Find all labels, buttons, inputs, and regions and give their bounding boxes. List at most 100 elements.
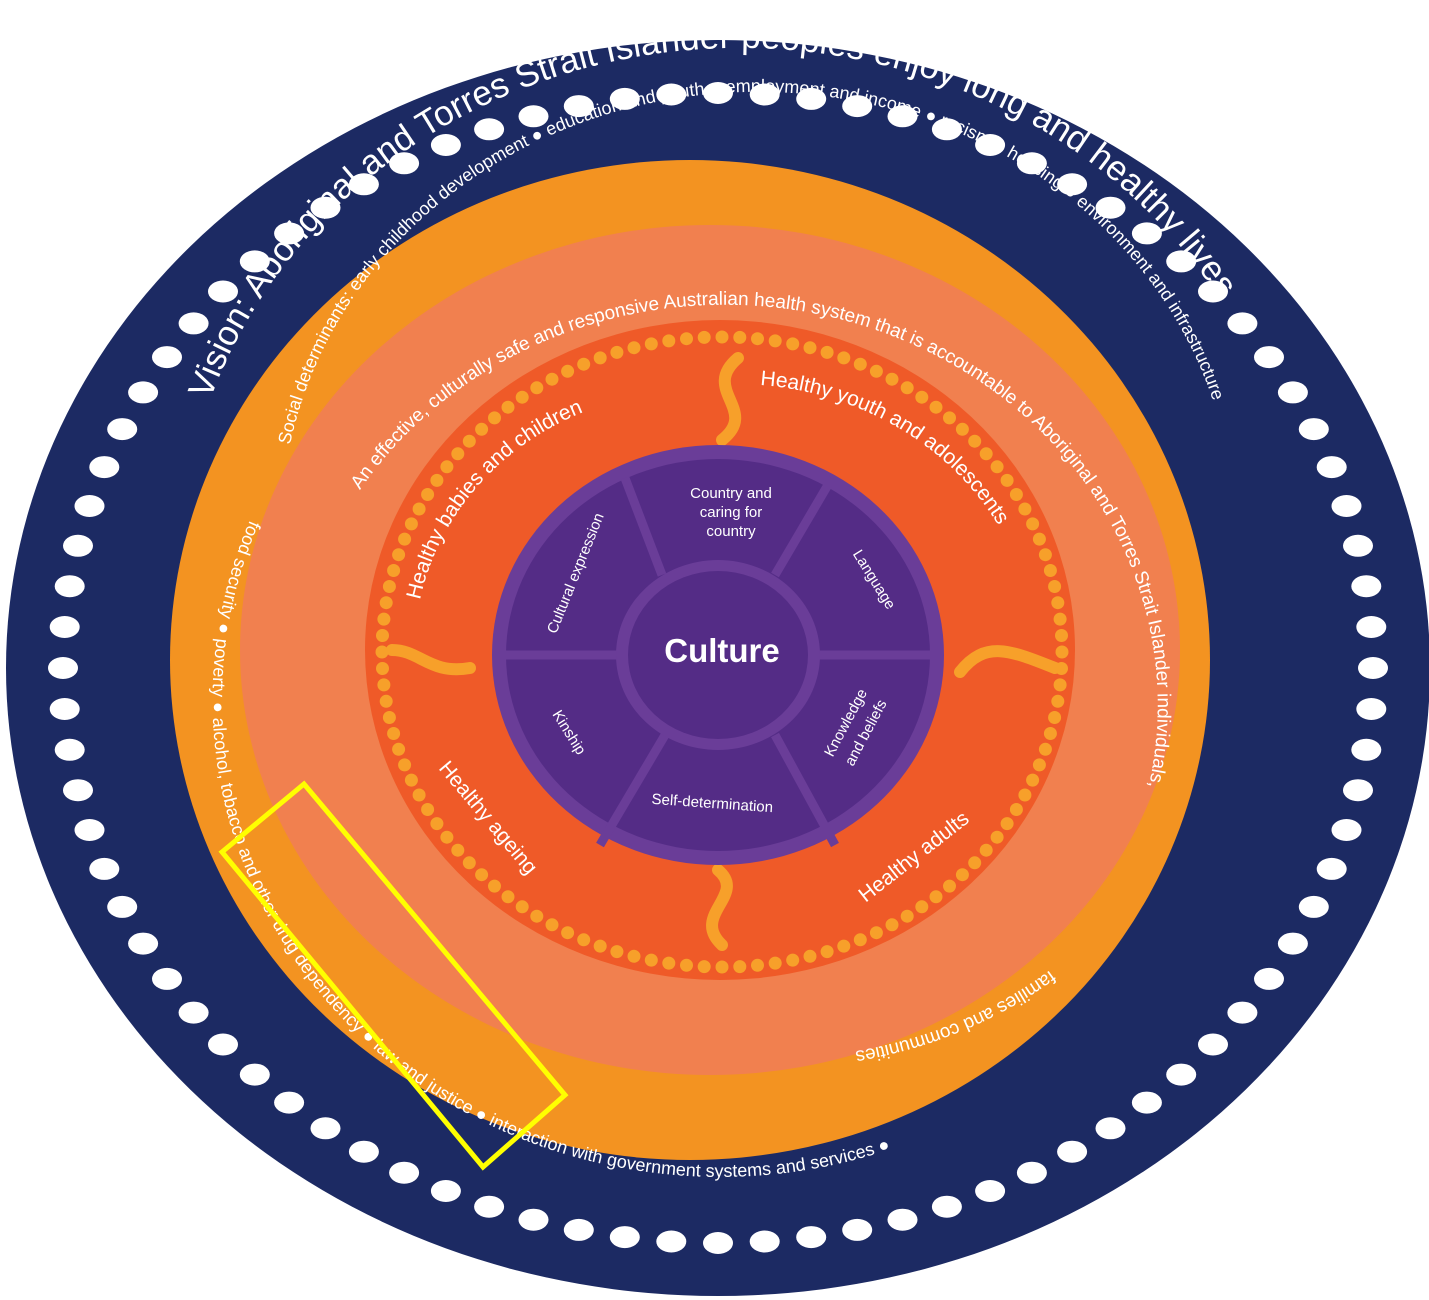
- vision-dot: [842, 1218, 873, 1241]
- life-course-dot: [462, 856, 476, 870]
- life-course-dot: [610, 945, 624, 959]
- life-course-dot: [392, 742, 406, 756]
- life-course-dot: [955, 422, 969, 436]
- vision-dot: [63, 779, 93, 802]
- life-course-dot: [1026, 773, 1040, 787]
- vision-dot: [1095, 1117, 1126, 1140]
- vision-dot: [1356, 698, 1387, 720]
- life-course-dot: [943, 879, 956, 893]
- life-course-dot: [501, 400, 515, 414]
- divider-bottom: [706, 864, 733, 951]
- life-course-dot: [404, 773, 418, 787]
- vision-dot: [348, 173, 379, 196]
- life-course-dot: [1051, 694, 1065, 708]
- life-course-dot: [786, 337, 800, 351]
- vision-dot: [178, 312, 209, 335]
- vision-dot: [975, 134, 1006, 156]
- vision-dot: [887, 1208, 918, 1231]
- life-course-dot: [404, 517, 418, 531]
- life-course-dot: [421, 488, 435, 501]
- life-course-dot: [820, 945, 834, 959]
- vision-dot: [749, 83, 780, 106]
- life-course-dot: [1051, 596, 1065, 610]
- vision-dot: [1331, 819, 1362, 841]
- life-course-dot: [593, 351, 607, 365]
- vision-dot: [1057, 173, 1088, 196]
- life-course-dot: [1026, 517, 1040, 531]
- life-course-dot: [751, 332, 764, 346]
- vision-dot: [239, 250, 270, 273]
- vision-dot: [1227, 1001, 1258, 1024]
- life-course-dot: [561, 364, 575, 378]
- life-course-dot: [627, 949, 641, 963]
- life-course-dot: [421, 803, 435, 816]
- life-course-dot: [1018, 502, 1032, 516]
- vision-dot: [1016, 152, 1047, 175]
- life-course-dot: [680, 332, 693, 346]
- life-course-dot: [1000, 817, 1014, 831]
- life-course-dot: [1048, 711, 1062, 724]
- life-course-dot: [382, 711, 396, 724]
- vision-dot: [49, 616, 80, 638]
- vision-dot: [1356, 616, 1387, 638]
- life-course-dot: [837, 939, 851, 953]
- vision-dot: [74, 495, 105, 517]
- life-course-dot: [387, 564, 401, 577]
- vision-dot: [274, 222, 305, 245]
- vision-dot: [1343, 534, 1373, 557]
- vision-dot: [107, 418, 138, 441]
- life-course-dot: [501, 890, 515, 904]
- culture-label: Culture: [664, 632, 780, 669]
- segment-divider: [596, 732, 669, 848]
- vision-dot: [1131, 222, 1162, 245]
- life-course-dot: [662, 956, 676, 970]
- vision-dot: [1277, 932, 1308, 955]
- vision-dot: [63, 534, 93, 557]
- life-course-dot: [530, 909, 544, 923]
- life-course-dot: [475, 868, 489, 882]
- life-course-dot: [644, 953, 658, 967]
- life-course-dot: [375, 645, 389, 659]
- life-course-dot: [885, 918, 899, 932]
- life-course-dot: [475, 422, 489, 436]
- life-course-dot: [915, 390, 929, 404]
- culture-segment-dividers: [500, 475, 935, 848]
- life-course-dot: [1000, 473, 1014, 487]
- life-course-dot: [377, 678, 391, 692]
- vision-dot: [656, 1230, 687, 1253]
- vision-dot: [1343, 779, 1373, 802]
- life-course-dot: [1009, 803, 1023, 816]
- vision-dot: [49, 698, 80, 720]
- vision-dot: [178, 1001, 209, 1024]
- vision-dot: [152, 346, 182, 369]
- vision-dot: [208, 280, 238, 303]
- life-course-dot: [412, 788, 426, 802]
- vision-dot: [518, 105, 549, 128]
- life-course-dot: [1043, 564, 1057, 577]
- life-course-dot: [715, 960, 729, 974]
- life-course-dot: [680, 958, 693, 972]
- life-course-dot: [786, 953, 800, 967]
- vision-dot: [796, 87, 827, 110]
- life-course-dot: [837, 351, 851, 365]
- life-course-dot: [377, 612, 391, 626]
- vision-dot: [931, 118, 962, 141]
- life-course-dot: [451, 447, 465, 461]
- vision-dot: [430, 1180, 461, 1202]
- life-course-dot: [697, 330, 711, 344]
- life-course-dot: [379, 694, 393, 708]
- life-course-dot: [488, 411, 501, 425]
- culture-center: [628, 571, 808, 739]
- life-course-dot: [1053, 612, 1067, 626]
- divider-top: [716, 352, 744, 446]
- segment-country-line3: country: [706, 523, 756, 540]
- vision-dot: [74, 819, 105, 841]
- life-course-dot: [990, 830, 1004, 844]
- highlight-box: [218, 780, 569, 1171]
- segment-divider: [771, 475, 836, 578]
- life-course-dot: [545, 372, 559, 386]
- life-course-dot: [751, 958, 764, 972]
- vision-dot: [152, 967, 182, 990]
- life-course-dot: [577, 357, 591, 371]
- divider-left: [386, 644, 476, 676]
